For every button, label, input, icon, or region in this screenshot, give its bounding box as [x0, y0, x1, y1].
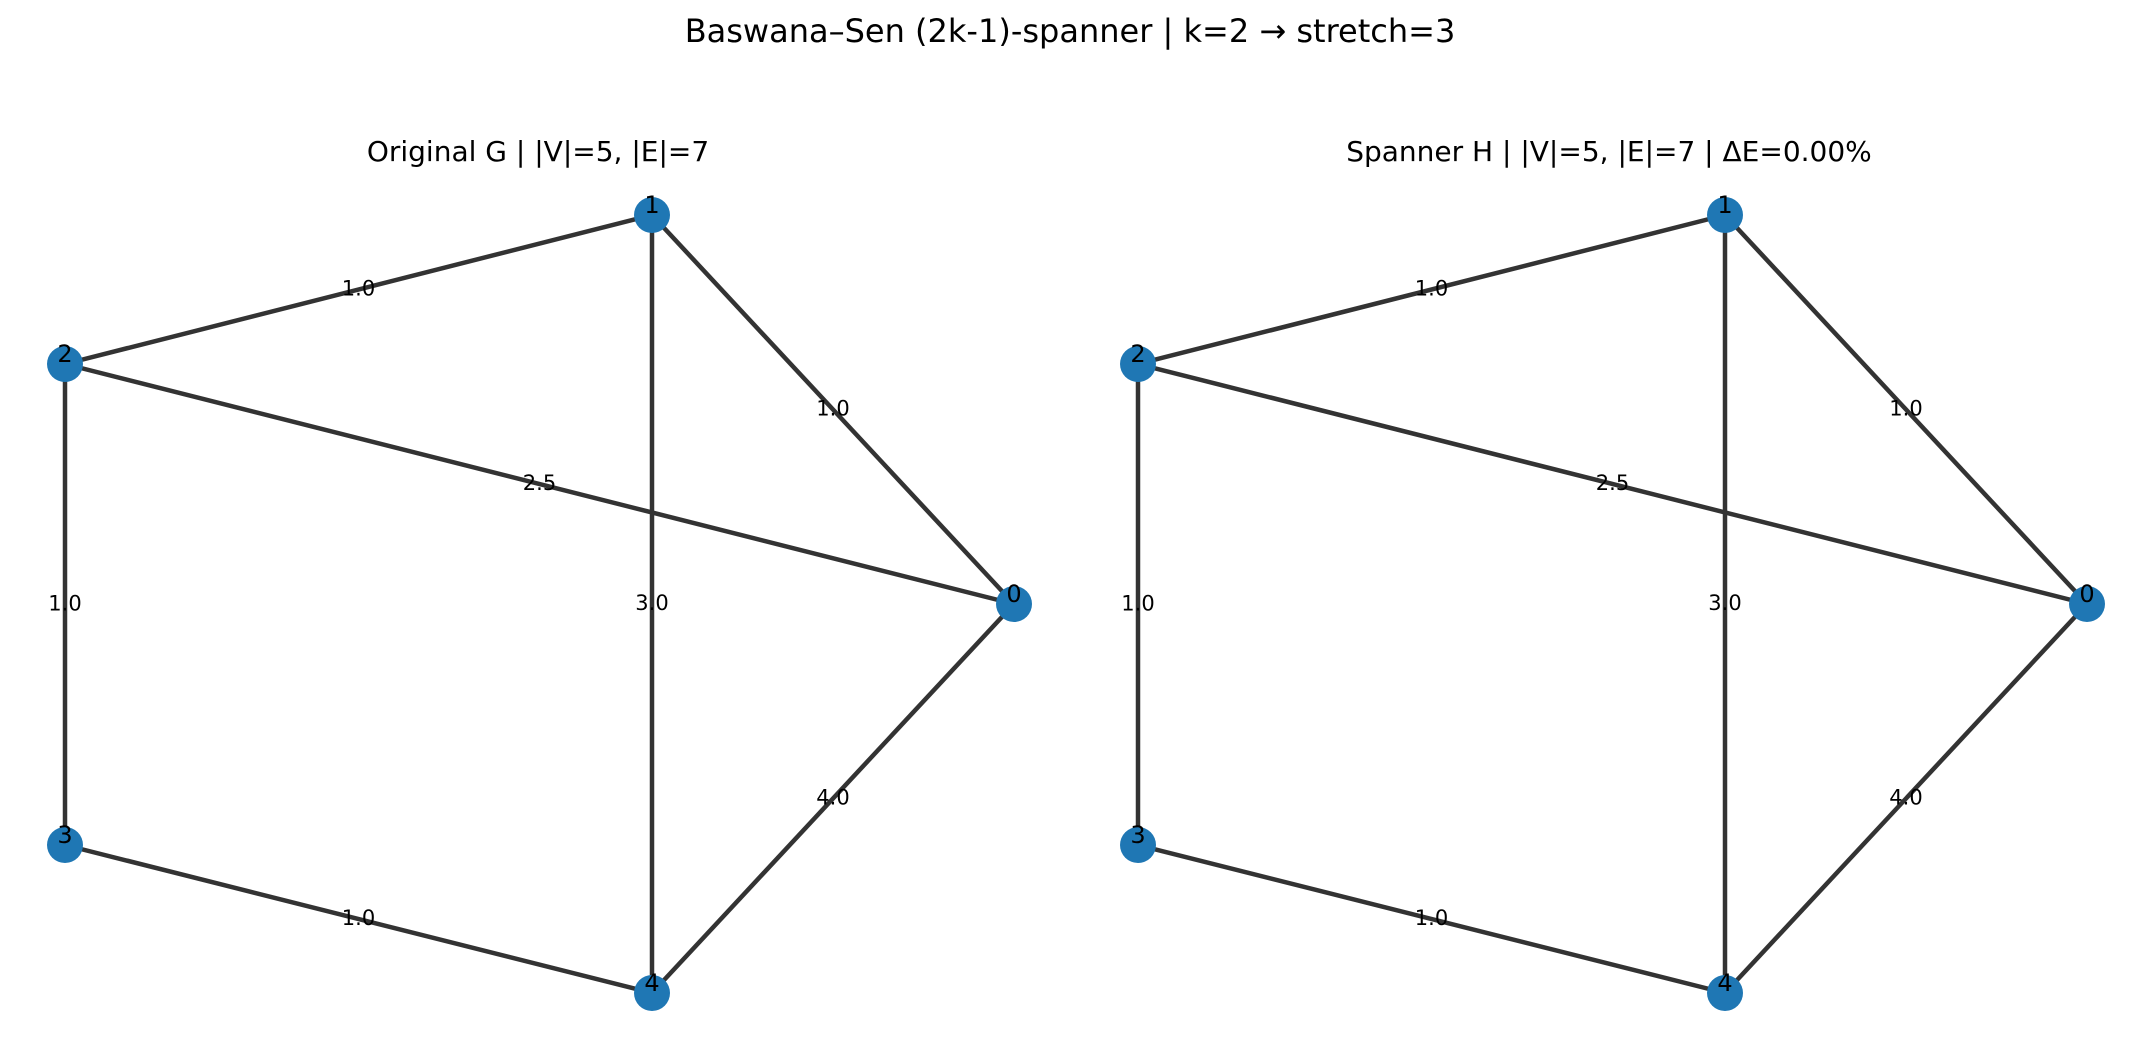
edge-3-4 — [64, 842, 653, 996]
edge-0-4 — [1723, 602, 2089, 995]
node-layer-original: 0 1 2 3 4 — [47, 191, 1032, 1011]
node-label-0: 0 — [2079, 580, 2094, 608]
edge-1-2 — [1137, 212, 1726, 367]
edge-weight-label-0-1: 1.0 — [1889, 397, 1922, 421]
node-2 — [47, 346, 83, 382]
node-0 — [996, 586, 1032, 622]
node-label-4: 4 — [1717, 969, 1732, 997]
node-label-2: 2 — [1130, 340, 1145, 368]
panel-title-original: Original G | |V|=5, |E|=7 — [367, 135, 709, 168]
edge-weight-label-1-4: 3.0 — [1708, 591, 1741, 615]
edge-0-1 — [1723, 213, 2089, 606]
node-2 — [1120, 346, 1156, 382]
edge-0-4 — [650, 602, 1016, 995]
node-label-1: 1 — [1717, 191, 1732, 219]
edge-weight-label-2-3: 1.0 — [48, 592, 81, 616]
node-label-3: 3 — [1130, 821, 1145, 849]
node-1 — [634, 197, 670, 233]
panel-spanner-graph: Spanner H | |V|=5, |E|=7 | ΔE=0.00% 1.0 2… — [1120, 135, 2105, 1011]
edge-layer-original — [62, 212, 1016, 996]
edge-0-2 — [64, 361, 1015, 607]
edge-weight-label-0-2: 2.5 — [1596, 471, 1629, 495]
edge-label-layer-original: 1.0 2.5 4.0 1.0 3.0 1.0 1.0 — [48, 277, 849, 931]
node-4 — [1707, 975, 1743, 1011]
edge-weight-label-0-2: 2.5 — [523, 471, 556, 495]
node-3 — [47, 827, 83, 863]
edge-weight-label-0-4: 4.0 — [816, 786, 849, 810]
edge-3-4 — [1137, 842, 1726, 996]
figure-title: Baswana–Sen (2k-1)-spanner | k=2 → stret… — [685, 12, 1456, 50]
edge-0-1 — [650, 213, 1016, 606]
node-label-0: 0 — [1006, 580, 1021, 608]
panel-original-graph: Original G | |V|=5, |E|=7 1.0 2.5 4.0 1.0 3.… — [47, 135, 1032, 1011]
panel-title-spanner: Spanner H | |V|=5, |E|=7 | ΔE=0.00% — [1346, 135, 1872, 168]
edge-layer-spanner — [1135, 212, 2089, 996]
edge-weight-label-0-1: 1.0 — [816, 397, 849, 421]
edge-weight-label-1-4: 3.0 — [635, 591, 668, 615]
edge-weight-label-1-2: 1.0 — [342, 277, 375, 301]
edge-weight-label-3-4: 1.0 — [1415, 906, 1448, 930]
edge-label-layer-spanner: 1.0 2.5 4.0 1.0 3.0 1.0 1.0 — [1121, 277, 1922, 931]
edge-0-2 — [1137, 361, 2088, 607]
node-label-3: 3 — [57, 821, 72, 849]
edge-weight-label-3-4: 1.0 — [342, 906, 375, 930]
node-4 — [634, 975, 670, 1011]
edge-weight-label-0-4: 4.0 — [1889, 786, 1922, 810]
edge-1-2 — [64, 212, 653, 367]
node-layer-spanner: 0 1 2 3 4 — [1120, 191, 2105, 1011]
edge-weight-label-1-2: 1.0 — [1415, 277, 1448, 301]
node-3 — [1120, 827, 1156, 863]
edge-weight-label-2-3: 1.0 — [1121, 592, 1154, 616]
node-label-1: 1 — [644, 191, 659, 219]
node-1 — [1707, 197, 1743, 233]
node-0 — [2069, 586, 2105, 622]
node-label-4: 4 — [644, 969, 659, 997]
node-label-2: 2 — [57, 340, 72, 368]
